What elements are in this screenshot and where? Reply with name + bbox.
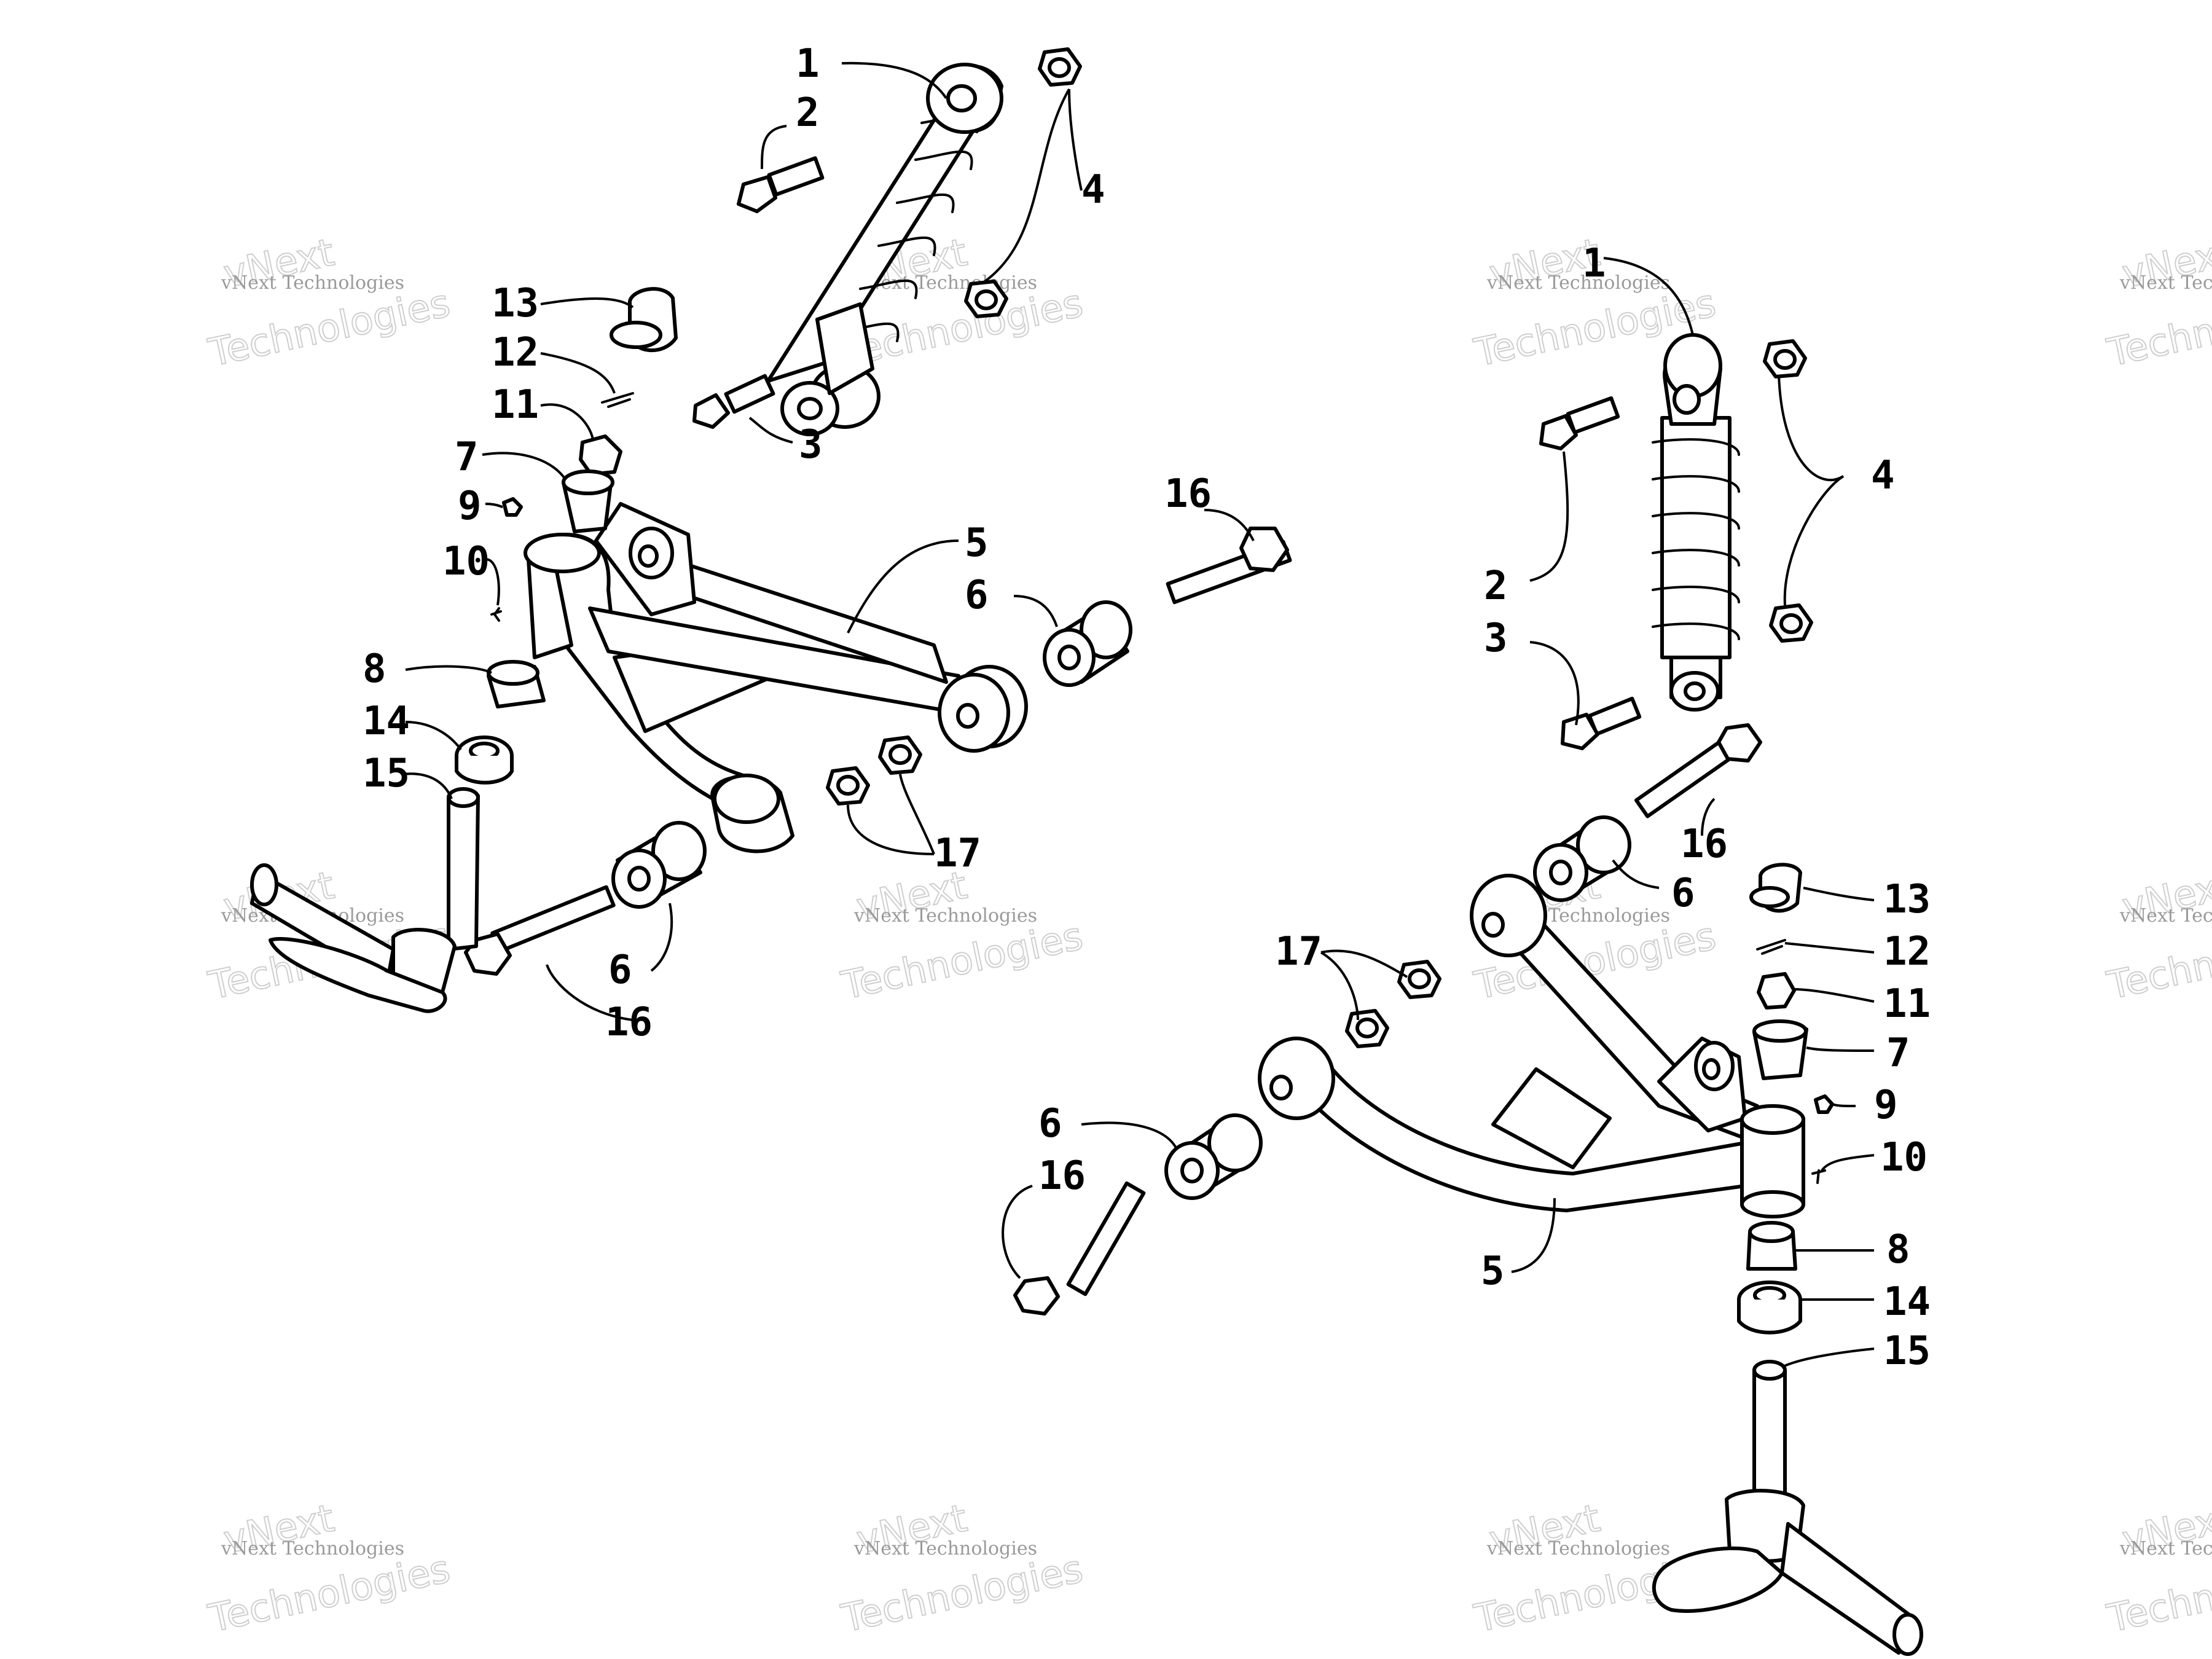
watermark-text: vNext Technologies [853,1538,1037,1559]
callout-11: 11 [1883,981,1931,1027]
right-shock-absorber [1652,333,1740,712]
callout-6: 6 [965,573,989,618]
watermark-big-text: Technologies [2103,1546,2212,1641]
callout-16: 16 [1164,471,1212,517]
watermark-text: vNext Technologies [2119,272,2212,294]
callout-16: 16 [605,1000,653,1045]
callout-9: 9 [1874,1083,1898,1128]
callout-15: 15 [363,751,410,796]
callout-10: 10 [442,539,490,584]
watermark-text: vNext Technologies [2119,1538,2212,1559]
left-leader-lines [402,61,1255,1021]
watermark-big-text: Technologies [205,280,454,375]
callout-5: 5 [1481,1249,1505,1294]
watermark-text: vNext Technologies [221,1538,404,1559]
callout-16: 16 [1681,822,1728,867]
callout-12: 12 [492,330,539,375]
watermark-big-text: Technologies [837,913,1087,1008]
watermark-big-text: Technologies [2103,280,2212,375]
right-a-arm [1258,874,1805,1218]
callout-16: 16 [1038,1153,1086,1199]
watermark-text: vNext Technologies [1486,1538,1670,1559]
watermark: vNext vNext Technologies Technologies [204,229,455,376]
callout-10: 10 [1880,1135,1928,1180]
right-pivot-bushings [1164,815,1631,1200]
callout-2: 2 [1484,563,1508,609]
watermark-text: vNext Technologies [221,272,404,294]
left-spindle [250,787,480,1013]
right-bushing-nuts [1763,339,1813,643]
callout-13: 13 [492,281,539,326]
callout-2: 2 [796,90,820,136]
right-spindle-hardware [1737,863,1834,1335]
callout-17: 17 [934,831,981,876]
callout-17: 17 [1275,929,1322,975]
left-callouts: 1 2 3 4 5 6 6 7 8 9 10 11 12 13 14 15 16… [363,41,1212,1045]
callout-14: 14 [363,699,410,744]
callout-9: 9 [458,484,482,529]
watermark-big-text: Technologies [205,1546,454,1641]
watermark: vNext vNext Technologies Technologies [2103,229,2212,376]
watermark-text: vNext Technologies [853,905,1037,927]
left-lower-bolt [692,374,775,429]
right-upper-bolt [1539,396,1620,450]
callout-8: 8 [1886,1227,1910,1273]
right-spindle [1652,1360,1923,1656]
watermark-text: vNext Technologies [2119,905,2212,927]
right-lower-bolt [1561,696,1642,750]
callout-5: 5 [965,520,989,566]
watermark: vNext vNext Technologies Technologies [2103,1495,2212,1642]
watermark-big-text: Technologies [837,280,1087,375]
callout-11: 11 [492,382,539,428]
callout-7: 7 [1886,1030,1910,1076]
left-pivot-bushings [611,600,1132,909]
watermark: vNext vNext Technologies Technologies [837,1495,1088,1642]
callout-15: 15 [1883,1328,1931,1374]
right-pivot-bolts [1013,723,1762,1316]
left-lock-nuts [826,735,922,806]
callout-12: 12 [1883,929,1931,975]
right-assembly: 1 2 3 4 5 6 6 7 8 9 10 11 12 13 14 15 16… [1002,241,1931,1656]
watermark-big-text: Technologies [2103,913,2212,1008]
callout-6: 6 [1038,1101,1062,1147]
left-spindle-hardware [455,287,678,785]
left-a-arm [524,502,1028,853]
watermark: vNext vNext Technologies Technologies [204,1495,455,1642]
callout-8: 8 [363,646,386,692]
right-callouts: 1 2 3 4 5 6 6 7 8 9 10 11 12 13 14 15 16… [1038,241,1931,1374]
right-leader-lines [1002,257,1875,1368]
callout-3: 3 [1484,616,1508,661]
callout-7: 7 [455,434,479,480]
watermark: vNext vNext Technologies Technologies [837,862,1088,1009]
callout-1: 1 [796,41,820,87]
watermark-text: vNext Technologies [1486,272,1670,294]
callout-4: 4 [1081,167,1105,213]
right-lock-nuts [1345,960,1441,1048]
left-bushing-nuts [964,47,1082,318]
callout-6: 6 [1671,871,1695,916]
watermark-big-text: Technologies [837,1546,1087,1641]
left-assembly: 1 2 3 4 5 6 6 7 8 9 10 11 12 13 14 15 16… [250,41,1292,1045]
callout-13: 13 [1883,877,1931,922]
callout-6: 6 [608,947,632,993]
left-upper-bolt [737,156,825,213]
watermark: vNext vNext Technologies Technologies [2103,862,2212,1009]
callout-4: 4 [1871,453,1895,498]
callout-3: 3 [799,422,823,468]
left-shock-absorber [766,63,1003,436]
callout-1: 1 [1582,241,1606,286]
callout-14: 14 [1883,1279,1931,1325]
